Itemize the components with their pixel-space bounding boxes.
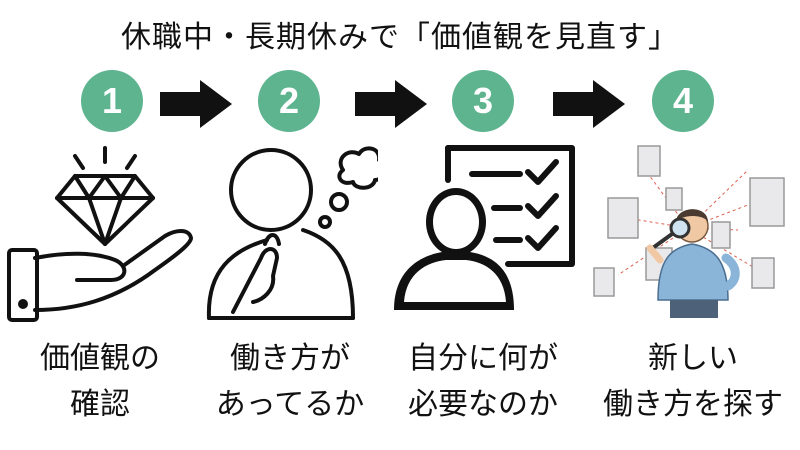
step-4-caption-line-2: 働き方を探す [603, 387, 783, 422]
step-1-caption-line-1: 価値観の [40, 341, 160, 376]
checklist-person-icon [394, 145, 575, 310]
searching-man-icon [593, 145, 785, 318]
arrow-right-icon [553, 80, 625, 128]
step-2-caption-line-2: あってるか [215, 387, 365, 422]
step-3-caption-line-1: 自分に何が [408, 341, 558, 376]
thinking-person-icon [206, 146, 378, 320]
step-1-caption-line-2: 確認 [70, 387, 130, 422]
page-title: 休職中・長期休みで「価値観を見直す」 [121, 20, 679, 55]
step-2-caption-line-1: 働き方が [230, 341, 350, 376]
arrow-right-icon [160, 80, 232, 128]
step-3-badge: 3 [452, 70, 514, 132]
step-2-caption: 働き方が あってるか [200, 336, 380, 428]
step-4-caption: 新しい 働き方を探す [588, 336, 798, 428]
step-4-caption-line-1: 新しい [648, 341, 738, 376]
diamond-in-hand-icon [7, 146, 193, 322]
arrow-right-icon [355, 80, 427, 128]
step-3-caption-line-2: 必要なのか [408, 387, 558, 422]
step-1-badge: 1 [81, 70, 143, 132]
step-4-badge: 4 [652, 70, 714, 132]
step-2-badge: 2 [258, 70, 320, 132]
step-3-caption: 自分に何が 必要なのか [388, 336, 578, 428]
step-1-caption: 価値観の 確認 [5, 336, 195, 428]
